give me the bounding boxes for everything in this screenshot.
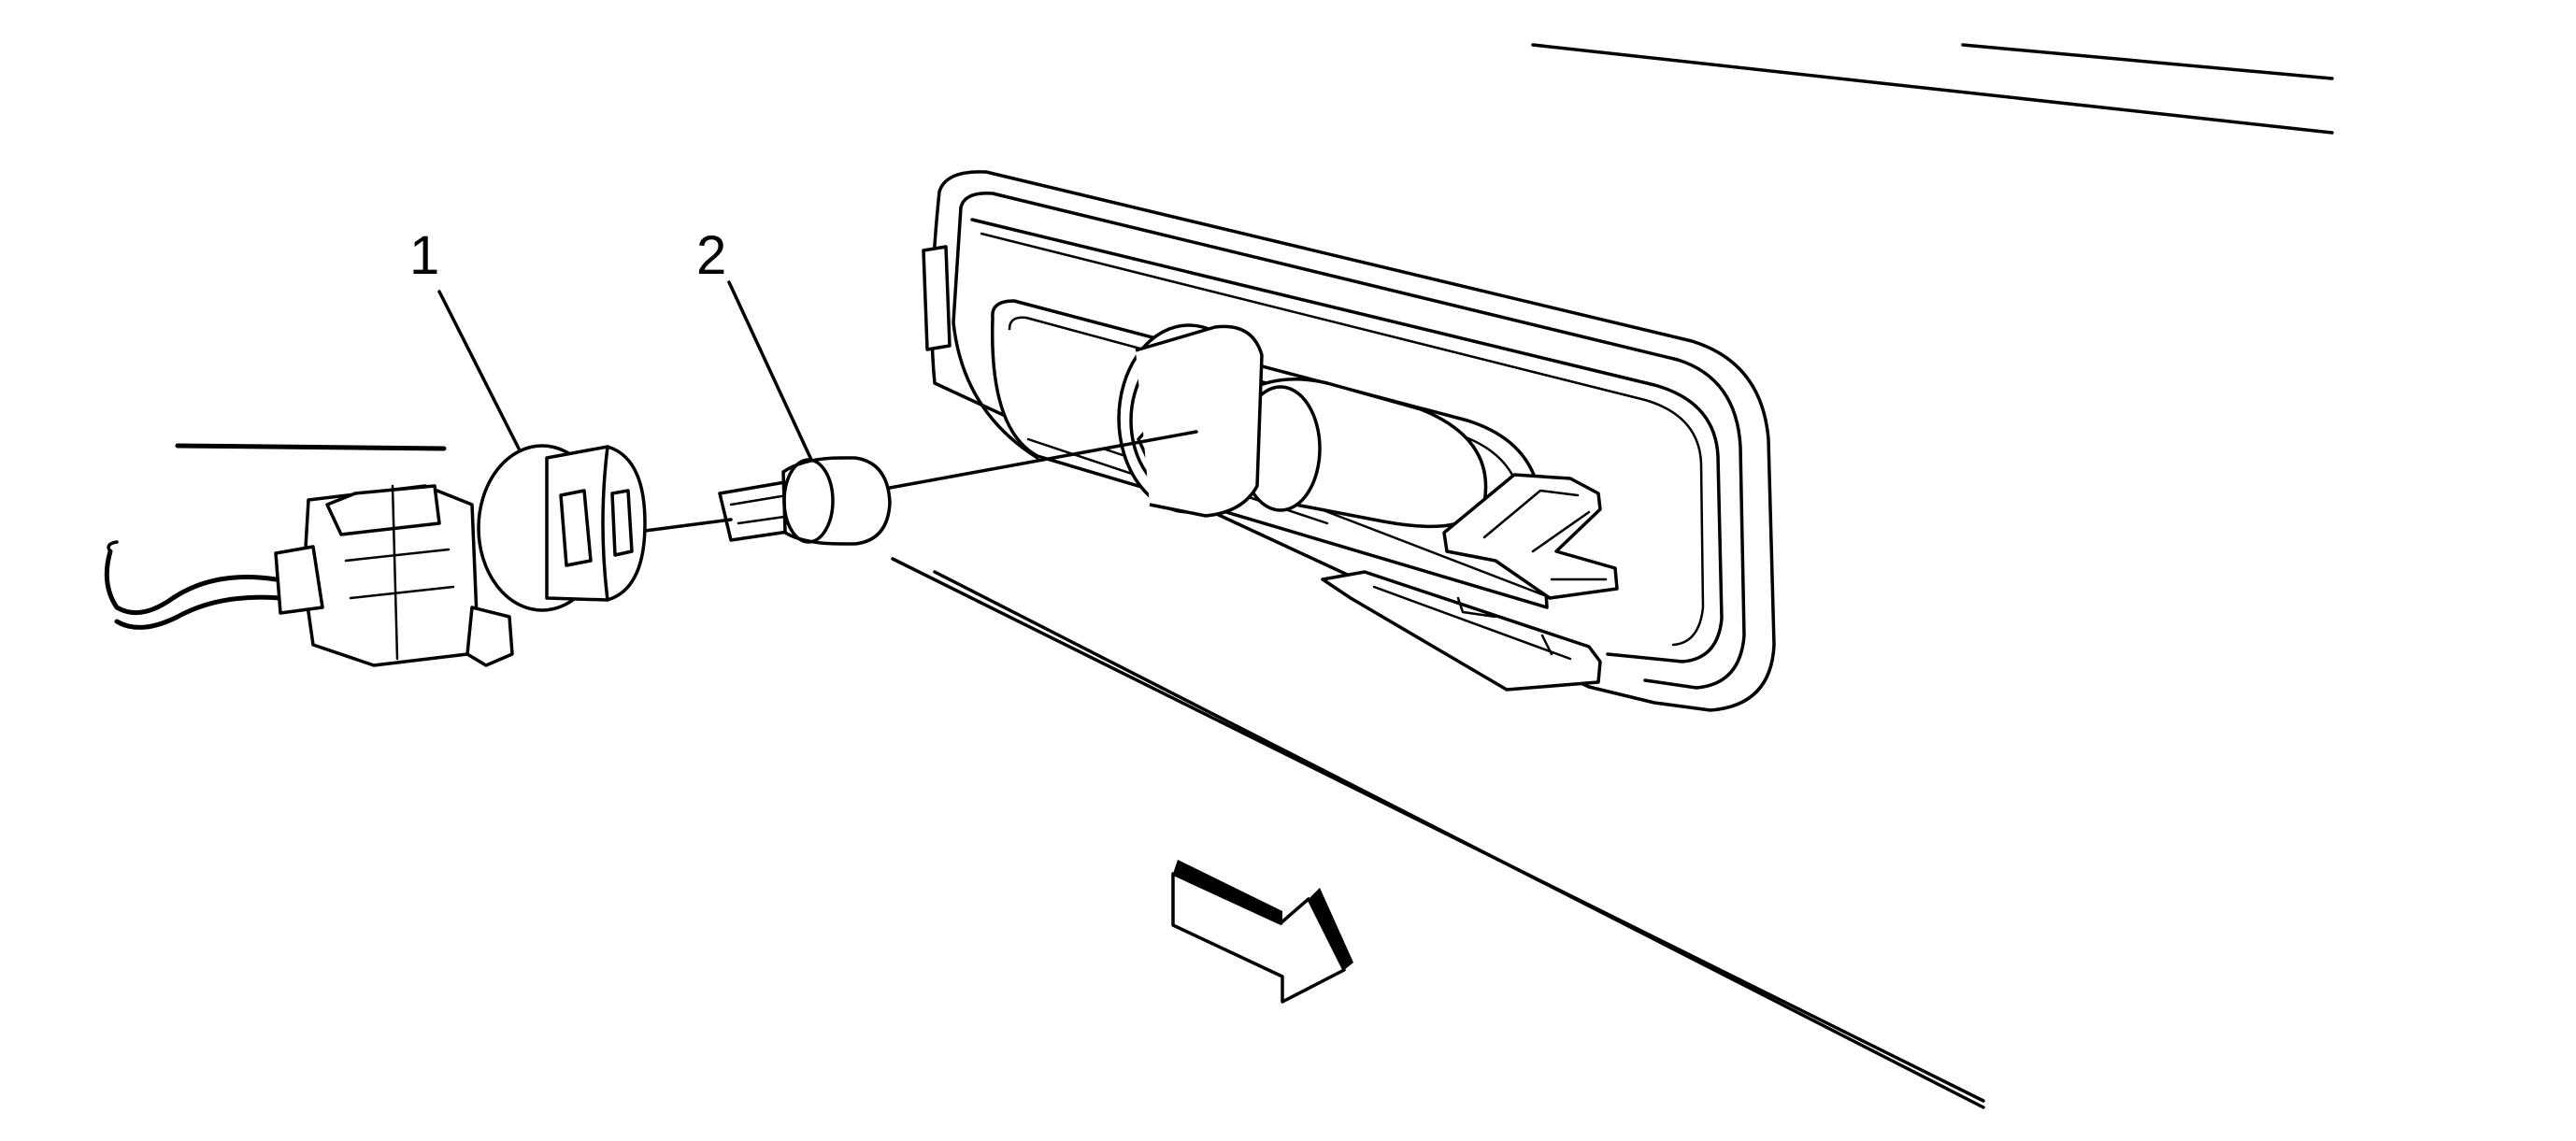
housing-rim xyxy=(959,192,1746,690)
connector-latch xyxy=(325,484,441,536)
leader-line-1 xyxy=(437,290,521,450)
panel-line-top-1 xyxy=(1531,43,2334,135)
right-mounting-clip xyxy=(1442,473,1619,600)
socket-collar xyxy=(1135,324,1264,518)
body-panel-lines xyxy=(175,43,2334,1109)
lamp-housing xyxy=(922,170,1776,712)
arrow-shadow-top xyxy=(1173,860,1282,925)
left-clip-tab xyxy=(922,245,952,351)
connector-rib xyxy=(344,484,455,661)
socket-key-tabs xyxy=(559,489,634,567)
bottom-mounting-rail xyxy=(1321,570,1602,692)
housing-inner-bezel xyxy=(970,218,1724,663)
housing-inner-bezel-2 xyxy=(980,232,1705,647)
wedge-bulb xyxy=(718,456,892,546)
callout-number-2: 2 xyxy=(696,225,726,286)
panel-line-bottom-2 xyxy=(933,570,1985,1109)
arrow-shadow-head xyxy=(1309,888,1353,970)
leader-line-2 xyxy=(727,280,813,462)
wire-harness-2 xyxy=(107,540,119,553)
installation-axis xyxy=(643,430,1198,533)
front-direction-arrow xyxy=(1171,860,1353,1004)
panel-line-left xyxy=(175,443,447,451)
socket-barrel-edge xyxy=(601,445,609,602)
callout-leaders xyxy=(437,280,813,462)
panel-line-top-2 xyxy=(1961,43,2334,80)
connector-lock-tab xyxy=(465,606,514,667)
wire-harness xyxy=(104,549,283,630)
connector-plug xyxy=(274,545,324,615)
right-clip-detail xyxy=(1482,489,1608,581)
callout-number-1: 1 xyxy=(409,225,439,286)
axis-bulb-to-housing xyxy=(888,430,1198,490)
bulb-glass-end xyxy=(782,458,835,544)
bulb-glass xyxy=(781,456,892,546)
arrow-icon xyxy=(1171,872,1346,1004)
housing-left-edge xyxy=(952,206,1039,460)
bulb-wedge-detail xyxy=(729,493,793,525)
bottom-rail-detail xyxy=(1372,585,1572,661)
bulb-socket-assembly xyxy=(104,444,647,667)
axis-socket-to-bulb xyxy=(643,518,733,533)
